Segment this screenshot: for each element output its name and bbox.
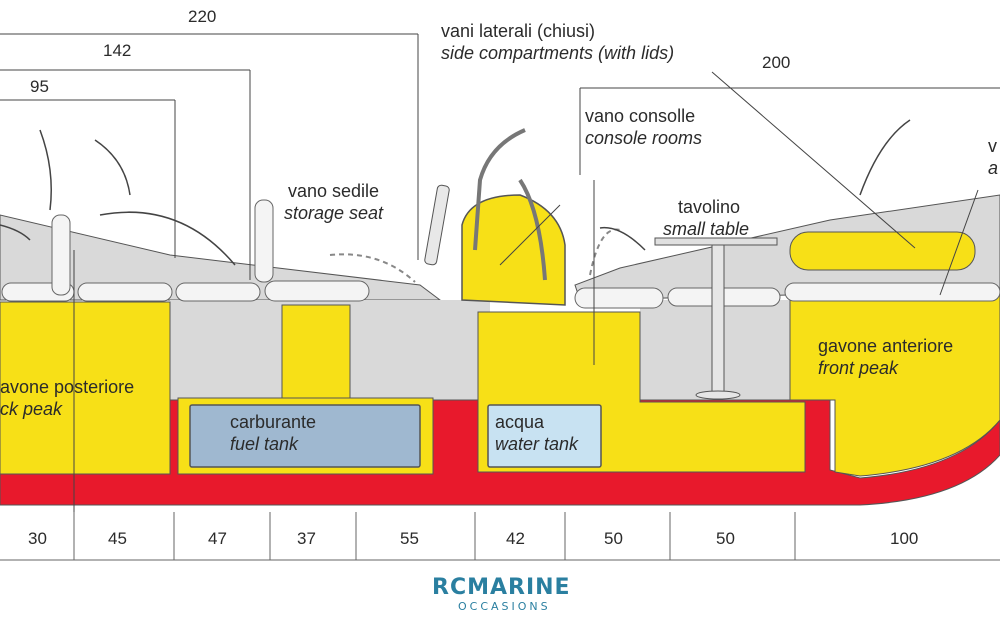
dim-142: 142 xyxy=(103,41,131,60)
fuel-tank xyxy=(189,404,421,468)
label-front-peak-en: front peak xyxy=(818,358,899,378)
storage-lid-dashed xyxy=(329,253,416,283)
cushion-seat xyxy=(264,280,370,302)
console-rail xyxy=(518,178,547,281)
segment-label-1: 45 xyxy=(108,529,127,548)
leader-front xyxy=(939,189,979,296)
swing-arrow-4 xyxy=(0,224,31,241)
seat-back-mid xyxy=(254,199,274,283)
dim-220: 220 xyxy=(188,7,216,26)
leader-console-2 xyxy=(499,204,561,266)
label-back-peak-it: avone posteriore xyxy=(0,377,134,397)
label-console-it: vano consolle xyxy=(585,106,695,126)
label-partial-right-top: v xyxy=(988,136,997,156)
logo-brand: RCMARINE xyxy=(432,575,571,600)
label-storage-seat-it: vano sedile xyxy=(288,181,379,201)
deck-gray-area-aft xyxy=(0,214,442,301)
label-side-compartments-en: side compartments (with lids) xyxy=(441,43,674,63)
dim-200: 200 xyxy=(762,53,790,72)
label-table-it: tavolino xyxy=(678,197,740,217)
cushion-aft-2 xyxy=(77,282,173,302)
label-side-compartments-it: vani laterali (chiusi) xyxy=(441,21,595,41)
console-body xyxy=(461,194,566,306)
segment-label-8: 100 xyxy=(890,529,918,548)
front-peak-compartment xyxy=(789,289,1000,477)
label-front-peak-it: gavone anteriore xyxy=(818,336,953,356)
segment-label-6: 50 xyxy=(604,529,623,548)
dim-95: 95 xyxy=(30,77,49,96)
label-back-peak-en: ck peak xyxy=(0,399,63,419)
label-partial-right-bottom: a xyxy=(988,158,998,178)
label-storage-seat-en: storage seat xyxy=(284,203,384,223)
steering-wheel xyxy=(424,184,450,266)
cushion-aft-3 xyxy=(175,282,261,302)
segment-label-0: 30 xyxy=(28,529,47,548)
swing-arrow-6 xyxy=(599,226,646,251)
leader-side-compartments xyxy=(711,71,916,249)
label-fuel-it: carburante xyxy=(230,412,316,432)
table-base xyxy=(695,390,741,400)
deck-gray-area-fore xyxy=(574,194,1000,301)
segment-label-3: 37 xyxy=(297,529,316,548)
label-water-it: acqua xyxy=(495,412,545,432)
logo-tagline: OCCASIONS xyxy=(458,600,551,613)
swing-arrow-2 xyxy=(94,139,131,196)
table-leg xyxy=(711,244,725,394)
water-tank xyxy=(487,404,602,468)
back-peak-compartment xyxy=(0,301,171,475)
cushion-fore-3 xyxy=(784,282,1000,302)
table-top xyxy=(654,237,778,246)
swing-arrow-3 xyxy=(99,211,236,266)
segment-label-2: 47 xyxy=(208,529,227,548)
label-table-en: small table xyxy=(663,219,749,239)
label-console-en: console rooms xyxy=(585,128,702,148)
label-fuel-en: fuel tank xyxy=(230,434,299,454)
segment-label-7: 50 xyxy=(716,529,735,548)
console-windscreen xyxy=(473,128,526,251)
storage-seat-compartment xyxy=(281,304,351,399)
swing-arrow-1 xyxy=(39,129,52,211)
swing-arrow-5 xyxy=(859,119,911,196)
segment-label-5: 42 xyxy=(506,529,525,548)
front-cushion-yellow xyxy=(789,231,976,271)
label-water-en: water tank xyxy=(495,434,579,454)
segment-label-4: 55 xyxy=(400,529,419,548)
cushion-fore-1 xyxy=(574,287,664,309)
seat-back-aft xyxy=(51,214,71,296)
